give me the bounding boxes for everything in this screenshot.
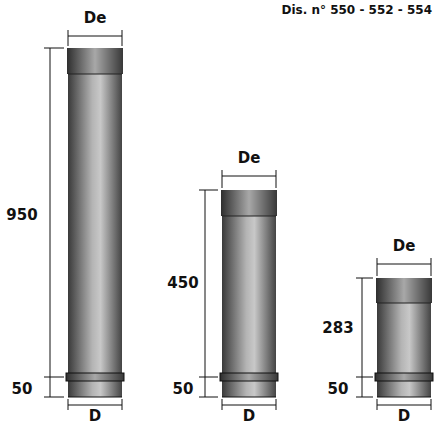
diameter-label: De [393,239,416,254]
socket-dimension: 50 [328,382,349,397]
length-dimension: 450 [167,276,198,291]
socket-dimension: 50 [173,382,194,397]
drawing-number: Dis. n° 550 - 552 - 554 [282,4,433,16]
diameter-label: De [84,11,107,26]
diameter-label: De [238,151,261,166]
diameter-label: D [398,409,410,424]
length-dimension: 283 [322,321,353,336]
socket-dimension: 50 [12,382,33,397]
diameter-label: D [89,409,101,424]
diameter-label: D [243,409,255,424]
length-dimension: 950 [6,208,37,223]
